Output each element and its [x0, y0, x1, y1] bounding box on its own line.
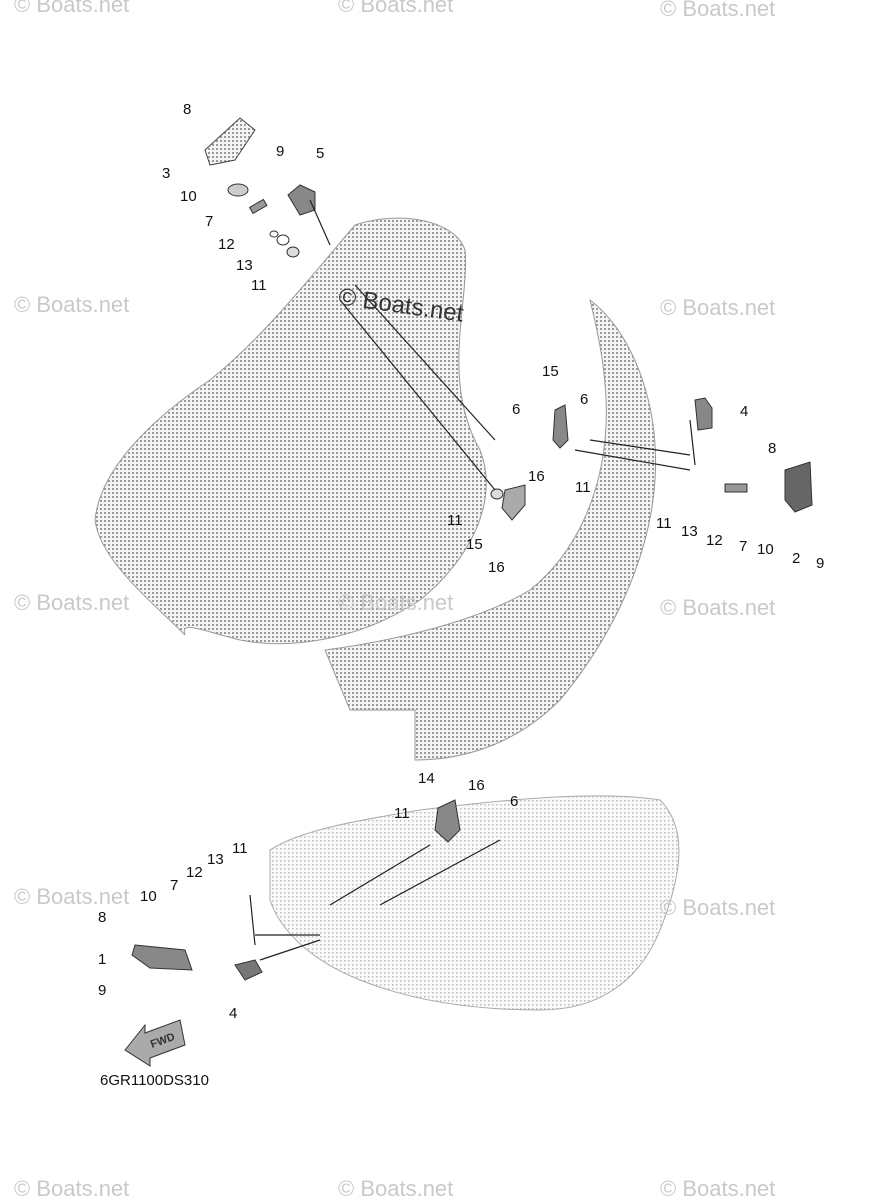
callout: 3 [162, 165, 170, 182]
callout: 9 [98, 982, 106, 999]
callout: 14 [418, 770, 435, 787]
callout: 12 [218, 236, 235, 253]
part-2-handle [784, 461, 813, 513]
callout: 5 [316, 145, 324, 162]
callout: 11 [394, 805, 410, 822]
callout: 10 [140, 888, 157, 905]
callout: 4 [740, 403, 748, 420]
part-15-hook-upper [552, 404, 569, 449]
callout: 1 [98, 951, 106, 968]
callout: 12 [186, 864, 203, 881]
watermark: © Boats.net [338, 1176, 454, 1201]
part-7-bolt [248, 198, 268, 215]
callout: 7 [205, 213, 213, 230]
watermark: © Boats.net [660, 1176, 776, 1201]
part-12-washer [269, 230, 279, 238]
callout: 6 [512, 401, 520, 418]
diagram-code: 6GR1100DS310 [100, 1072, 209, 1089]
callout: 11 [251, 277, 267, 294]
apron-shape [269, 795, 680, 1011]
part-13-ring [276, 234, 290, 246]
callout: 8 [183, 101, 191, 118]
callout: 7 [170, 877, 178, 894]
callout: 12 [706, 532, 723, 549]
callouts-top-left: 8 9 3 5 10 7 12 13 11 [162, 101, 324, 294]
callout: 2 [792, 550, 800, 567]
callout: 16 [488, 559, 505, 576]
fwd-arrow: FWD [124, 1019, 186, 1067]
watermark: © Boats.net [14, 1176, 130, 1201]
watermark: © Boats.net [14, 884, 130, 909]
watermark: © Boats.net [660, 0, 776, 21]
callout: 8 [98, 909, 106, 926]
part-1-handle [131, 944, 193, 971]
watermark: © Boats.net [660, 595, 776, 620]
callout: 11 [575, 479, 591, 496]
watermark: © Boats.net [14, 0, 130, 17]
part-3-bracket [204, 117, 256, 166]
watermark: © Boats.net [338, 0, 454, 17]
callout: 11 [656, 515, 672, 532]
bottom-cowling-shape [324, 298, 657, 761]
part-10-washer [227, 183, 249, 197]
callout: 16 [528, 468, 545, 485]
callout: 9 [816, 555, 824, 572]
watermark: © Boats.net [14, 292, 130, 317]
callout: 15 [466, 536, 483, 553]
part-14-plate [434, 799, 461, 843]
callout: 6 [510, 793, 518, 810]
callout: 9 [276, 143, 284, 160]
callout: 13 [236, 257, 253, 274]
callout: 11 [447, 512, 463, 529]
part-15-hook-lower [501, 484, 526, 521]
callout: 10 [757, 541, 774, 558]
callout: 11 [232, 840, 248, 857]
part-7-bolt-right [724, 483, 748, 493]
part-11-grommet [286, 246, 300, 258]
callout: 15 [542, 363, 559, 380]
callouts-middle: 15 6 6 4 16 11 8 11 15 11 13 12 7 10 2 9… [447, 363, 824, 576]
callouts-bottom: 14 16 6 11 11 13 12 7 10 8 1 9 4 [98, 770, 518, 1022]
watermark: © Boats.net [338, 590, 454, 615]
callout: 6 [580, 391, 588, 408]
watermark: © Boats.net [660, 895, 776, 920]
callout: 8 [768, 440, 776, 457]
callout: 16 [468, 777, 485, 794]
callout: 13 [681, 523, 698, 540]
part-11-grommet-mid [490, 488, 504, 500]
part-4-latch-right [694, 397, 713, 431]
callout: 10 [180, 188, 197, 205]
callout: 4 [229, 1005, 237, 1022]
top-cowling-shape [94, 217, 487, 645]
callout: 13 [207, 851, 224, 868]
part-4-latch-bottom [234, 959, 263, 981]
part-5-latch [287, 184, 316, 216]
watermark: © Boats.net [660, 295, 776, 320]
leader-lines [249, 199, 696, 961]
watermark: © Boats.net [14, 590, 130, 615]
callout: 7 [739, 538, 747, 555]
